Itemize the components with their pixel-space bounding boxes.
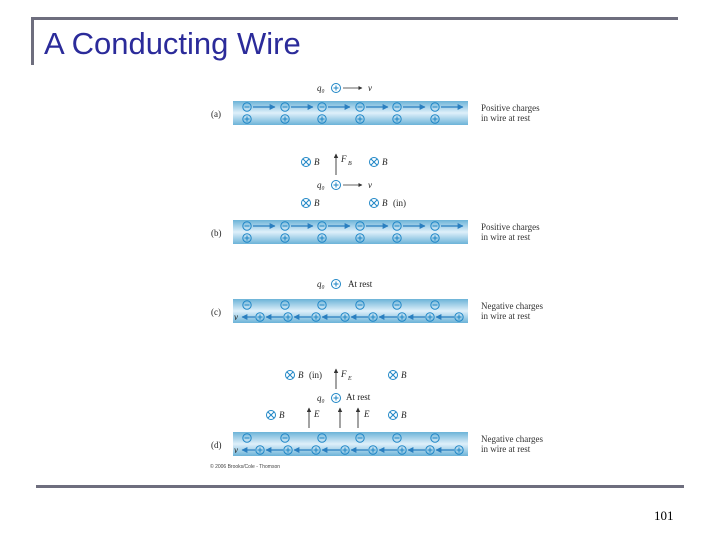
panel-b-B-label-3: B⃗ — [314, 198, 327, 208]
panel-a-test-charge — [331, 83, 341, 93]
panel-a-caption-1: Positive charges — [481, 103, 540, 113]
figure-copyright: © 2006 Brooks/Cole - Thomson — [210, 463, 280, 470]
panel-b-caption-2: in wire at rest — [481, 232, 531, 242]
panel-d-at-rest: At rest — [346, 392, 371, 402]
panel-b-in-label: (in) — [393, 198, 406, 208]
panel-c-test-charge — [331, 279, 341, 289]
panel-a-v-label: v⃗ — [368, 83, 379, 93]
panel-b-test-charge — [331, 180, 341, 190]
panel-b-caption-1: Positive charges — [481, 222, 540, 232]
title-frame-top-border — [31, 17, 678, 20]
panel-c-wire — [233, 299, 468, 323]
panel-d: B⃗ (in) B⃗ B⃗ B⃗ F⃗ E q₀ At rest E⃗ E⃗ (… — [211, 368, 544, 456]
panel-b-q0-label: q₀ — [317, 180, 325, 190]
panel-b-charges — [242, 221, 440, 243]
panel-b-field-into-page-icons — [301, 157, 379, 208]
panel-c-v-label: v — [234, 312, 238, 322]
panel-c-at-rest: At rest — [348, 279, 373, 289]
panel-b-tag: (b) — [211, 228, 222, 238]
panel-d-E-label-1: E⃗ — [313, 409, 327, 419]
panel-d-B-label-3: B⃗ — [279, 410, 292, 420]
panel-d-B-label-4: B⃗ — [401, 410, 414, 420]
panel-d-caption-1: Negative charges — [481, 434, 544, 444]
panel-d-v-label: v — [234, 445, 238, 455]
panel-a-wire — [233, 101, 468, 125]
panel-d-tag: (d) — [211, 440, 222, 450]
panel-d-FE-label: F⃗ — [340, 369, 354, 379]
panel-a: q₀ v⃗ (a) — [211, 83, 540, 125]
panel-b-FB-sub: B — [348, 161, 352, 167]
panel-b-B-label-4: B⃗ — [382, 198, 395, 208]
panel-c-caption-1: Negative charges — [481, 301, 544, 311]
panel-c-q0-label: q₀ — [317, 279, 325, 289]
panel-b: B⃗ B⃗ B⃗ B⃗ (in) F⃗ B q₀ v⃗ (b) — [211, 153, 540, 244]
panel-d-field-into-page-icons — [266, 370, 398, 420]
panel-b-FB-label: F⃗ — [340, 154, 354, 164]
bottom-divider — [36, 485, 684, 488]
panel-b-B-label-1: B⃗ — [314, 157, 327, 167]
title-frame-left-border — [31, 17, 34, 65]
panel-d-E-field-arrows — [306, 407, 361, 428]
panel-b-B-label-2: B⃗ — [382, 157, 395, 167]
panel-b-wire — [233, 220, 468, 244]
panel-d-B-label-2: B⃗ — [401, 370, 414, 380]
slide-title: A Conducting Wire — [44, 26, 301, 61]
panel-c: q₀ At rest (c) — [211, 279, 544, 323]
title-frame — [31, 17, 678, 65]
panel-c-charges — [242, 300, 464, 322]
panel-d-test-charge — [331, 393, 341, 403]
page-number: 101 — [654, 508, 674, 523]
panel-a-charges — [242, 102, 440, 124]
panel-d-E-label-2: E⃗ — [363, 409, 377, 419]
panel-d-FE-sub: E — [347, 376, 352, 382]
panel-b-v-label: v⃗ — [368, 180, 379, 190]
panel-d-wire — [233, 432, 468, 456]
panel-c-tag: (c) — [211, 307, 221, 317]
panel-d-B-label-1: B⃗ — [298, 370, 311, 380]
panel-a-tag: (a) — [211, 109, 221, 119]
panel-d-caption-2: in wire at rest — [481, 444, 531, 454]
panel-a-q0-label: q₀ — [317, 83, 325, 93]
panel-d-q0-label: q₀ — [317, 393, 325, 403]
panel-d-charges — [242, 433, 464, 455]
panel-c-caption-2: in wire at rest — [481, 311, 531, 321]
panel-d-in-label: (in) — [309, 370, 322, 380]
panel-a-caption-2: in wire at rest — [481, 113, 531, 123]
